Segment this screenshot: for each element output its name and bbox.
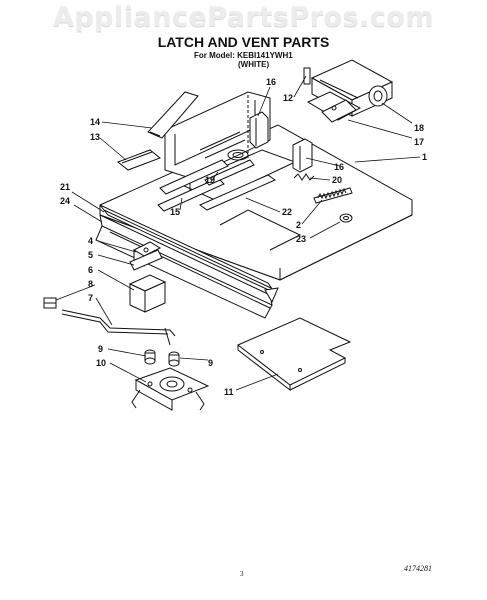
callout-6: 6 (88, 265, 93, 275)
part-11-cover-plate (237, 317, 352, 392)
part-13-plate (117, 149, 161, 171)
model-label: For Model: KEBI141YWH1 (194, 51, 293, 60)
callout-14: 14 (90, 117, 100, 127)
callout-9-left: 9 (98, 344, 103, 354)
callout-21: 21 (60, 182, 70, 192)
part-20-spring (293, 173, 315, 181)
callout-4: 4 (88, 236, 93, 246)
part-7-latch-rod (61, 309, 176, 346)
callout-16-upper: 16 (266, 77, 276, 87)
callout-9-right: 9 (208, 358, 213, 368)
part-9-bushing-left (144, 349, 156, 365)
callout-labels: 14 13 16 12 18 17 1 16 20 19 15 22 2 23 … (60, 77, 427, 397)
document-code: 4174281 (404, 564, 432, 573)
part-15-slide (157, 159, 229, 212)
callout-19: 19 (205, 175, 215, 185)
part-5-bracket (129, 249, 163, 271)
callout-13: 13 (90, 132, 100, 142)
part-19-slide (204, 159, 255, 186)
callout-7: 7 (88, 293, 93, 303)
page-title: LATCH AND VENT PARTS (157, 34, 330, 50)
part-2-gear-rack (313, 187, 353, 204)
callout-2: 2 (296, 220, 301, 230)
part-21-24-rails (95, 204, 279, 319)
watermark: AppliancePartsPros.com (52, 2, 435, 33)
part-10-latch-mechanism (131, 367, 210, 411)
callout-8: 8 (88, 279, 93, 289)
callout-20: 20 (332, 175, 342, 185)
callout-24: 24 (60, 196, 70, 206)
part-23-gear (339, 213, 353, 223)
callout-18: 18 (414, 123, 424, 133)
callout-5: 5 (88, 250, 93, 260)
part-8-connector (43, 297, 57, 309)
part-17-plate (306, 91, 362, 123)
callout-15: 15 (170, 207, 180, 217)
part-16-right-bracket (292, 138, 313, 173)
callout-11: 11 (224, 387, 234, 397)
callout-17: 17 (414, 137, 424, 147)
part-14-flap (147, 91, 199, 139)
callout-16-right: 16 (334, 162, 344, 172)
callout-10: 10 (96, 358, 106, 368)
part-16-upper-bracket (249, 111, 269, 149)
page-number: 3 (240, 570, 244, 578)
leader-lines (55, 75, 421, 391)
color-label: (WHITE) (238, 60, 270, 69)
callout-12: 12 (283, 93, 293, 103)
callout-23: 23 (296, 234, 306, 244)
part-22-bar (198, 174, 277, 211)
part-9-bushing-right (168, 351, 180, 367)
part-6-housing (128, 274, 167, 313)
part-12-clip (303, 67, 311, 85)
callout-1: 1 (422, 152, 427, 162)
callout-22: 22 (282, 207, 292, 217)
